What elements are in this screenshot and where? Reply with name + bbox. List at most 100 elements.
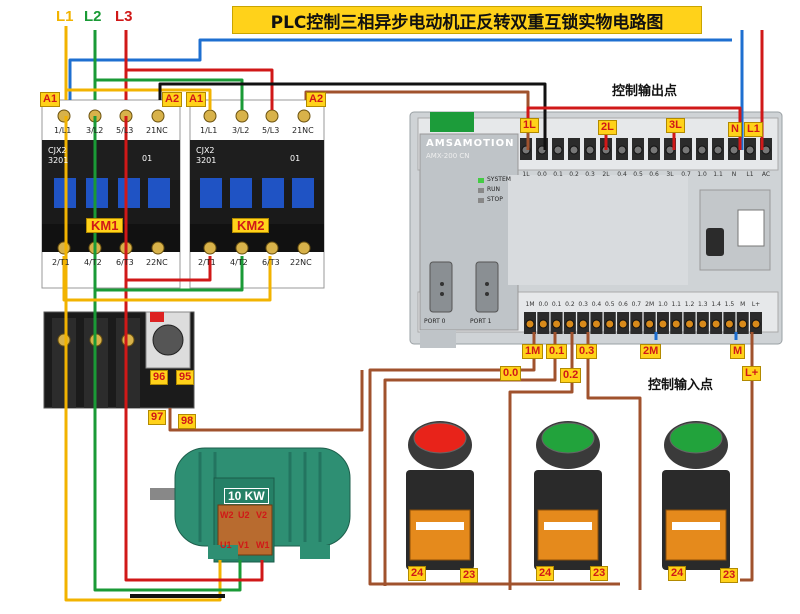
forward-button-contact-block: [537, 509, 599, 561]
output-strip-label: 2L: [602, 171, 610, 178]
output-terminal-screw: [649, 145, 659, 155]
motor-term-v2: V2: [256, 510, 268, 520]
output-tag-2l: 2L: [598, 120, 617, 135]
output-strip-label: 3L: [666, 171, 674, 178]
input-strip-label: 0.2: [565, 301, 575, 308]
input-strip-label: 0.0: [539, 301, 549, 308]
km2-contact-no: 01: [290, 154, 301, 163]
input-strip-label: 0.1: [552, 301, 562, 308]
plc-port-1: PORT 1: [470, 318, 492, 325]
output-tag-l1: L1: [744, 122, 763, 137]
input-terminal-screw: [671, 319, 681, 329]
output-strip-label: 0.1: [553, 171, 563, 178]
output-terminal-screw: [745, 145, 755, 155]
phase-label-l3: L3: [115, 8, 133, 25]
input-terminal-screw: [618, 319, 628, 329]
plc-led-system: SYSTEM: [487, 176, 511, 183]
input-tag-0.3: 0.3: [576, 344, 598, 359]
reverse-button-plate: [672, 522, 720, 530]
output-strip-label: 0.5: [633, 171, 643, 178]
reverse-button-term-24: 24: [668, 566, 687, 581]
input-terminal-screw: [711, 319, 721, 329]
output-strip-label: 0.7: [681, 171, 691, 178]
input-strip-label: L+: [752, 301, 760, 308]
input-terminal-screw: [552, 319, 562, 329]
km1-a1-tag: A1: [40, 92, 61, 107]
input-terminal-screw: [724, 319, 734, 329]
reverse-push-button[interactable]: [662, 421, 730, 570]
input-terminal-screw: [578, 319, 588, 329]
km1-contact-no: 01: [142, 154, 153, 163]
phase-label-l1: L1: [56, 8, 74, 25]
output-terminal-strip: [520, 138, 772, 160]
forward-button-cap[interactable]: [541, 422, 595, 454]
output-terminal-screw: [617, 145, 627, 155]
forward-button-term-24: 24: [536, 566, 555, 581]
km1-term-bot-1: 2/T1: [52, 258, 70, 267]
forward-push-button[interactable]: [534, 421, 602, 570]
output-strip-label: 1L: [522, 171, 530, 178]
km2-term-top-4: 21NC: [292, 126, 314, 135]
output-terminal-screw: [713, 145, 723, 155]
output-tag-n: N: [728, 122, 742, 137]
output-strip-label: 0.0: [537, 171, 547, 178]
output-tag-3l: 3L: [666, 118, 685, 133]
input-tag-m: M: [730, 344, 746, 359]
input-tag-1m: 1M: [522, 344, 544, 359]
output-strip-label: N: [732, 171, 737, 178]
output-strip-label: 0.4: [617, 171, 627, 178]
input-terminal-screw: [538, 319, 548, 329]
reverse-button-cap[interactable]: [669, 422, 723, 454]
km1-term-bot-2: 4/T2: [84, 258, 102, 267]
motor: [150, 447, 351, 563]
relay-terminal-97: 97: [148, 410, 167, 425]
input-strip-label: 1.0: [658, 301, 668, 308]
input-terminal-screw: [565, 319, 575, 329]
km1-name: KM1: [86, 218, 124, 233]
motor-term-w1: W1: [256, 540, 270, 550]
input-strip-label: 1.3: [698, 301, 708, 308]
input-strip-label: 1.1: [671, 301, 681, 308]
stop-button-cap[interactable]: [413, 422, 467, 454]
input-terminal-screw: [698, 319, 708, 329]
input-tag-0.1: 0.1: [546, 344, 568, 359]
input-terminal-screw: [685, 319, 695, 329]
output-terminal-screw: [697, 145, 707, 155]
input-strip-label: 1.4: [711, 301, 721, 308]
input-terminal-screw: [751, 319, 761, 329]
input-terminal-screw: [738, 319, 748, 329]
input-caption: 控制输入点: [648, 378, 714, 393]
km2-term-top-3: 5/L3: [262, 126, 280, 135]
km2-a1-tag: A1: [186, 92, 207, 107]
stop-push-button[interactable]: [406, 421, 474, 570]
input-strip-label: 2M: [645, 301, 654, 308]
km1-term-top-3: 5/L3: [116, 126, 134, 135]
output-terminal-screw: [569, 145, 579, 155]
km2-name: KM2: [232, 218, 270, 233]
plc-led-stop: STOP: [487, 196, 503, 203]
input-tag-2m: 2M: [640, 344, 662, 359]
input-tag-l-plus: L+: [742, 366, 762, 381]
output-tag-1l: 1L: [520, 118, 539, 133]
km2-model-2: 3201: [196, 156, 217, 165]
motor-term-u2: U2: [238, 510, 250, 520]
input-strip-label: 0.5: [605, 301, 615, 308]
input-terminal-strip: [524, 312, 762, 334]
motor-term-v1: V1: [238, 540, 250, 550]
km2-term-bot-3: 6/T3: [262, 258, 280, 267]
km2-term-top-2: 3/L2: [232, 126, 250, 135]
stop-button-contact-block: [409, 509, 471, 561]
output-strip-label: L1: [746, 171, 753, 178]
stop-button-term-23: 23: [460, 568, 479, 583]
km1-term-top-4: 21NC: [146, 126, 168, 135]
stop-button-term-24: 24: [408, 566, 427, 581]
km1-model-1: CJX2: [48, 146, 67, 155]
output-strip-label: 0.6: [649, 171, 659, 178]
input-strip-label: 1M: [526, 301, 535, 308]
input-terminal-screw: [631, 319, 641, 329]
output-strip-label: 0.2: [569, 171, 579, 178]
input-terminal-screw: [605, 319, 615, 329]
motor-power: 10 KW: [224, 488, 269, 504]
